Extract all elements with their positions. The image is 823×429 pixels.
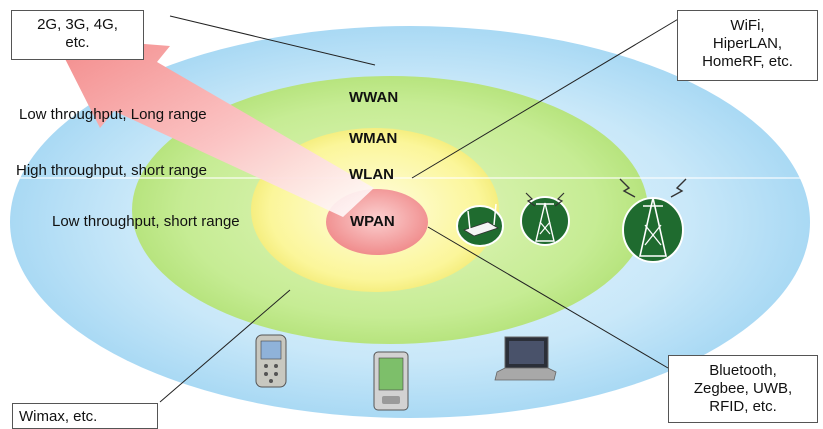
bluetooth-callout-line-1: Bluetooth, <box>709 362 777 379</box>
wifi-callout-line-3: HomeRF, etc. <box>702 53 793 70</box>
wifi-callout-line-1: WiFi, <box>730 17 765 34</box>
cellular-callout: 2G, 3G, 4G, etc. <box>11 10 144 60</box>
bluetooth-callout-line-2: Zegbee, UWB, <box>693 380 793 397</box>
wifi-router-icon <box>456 203 504 247</box>
wlan-label: WLAN <box>349 166 394 183</box>
high-throughput-short-range-label: High throughput, short range <box>16 162 207 179</box>
wifi-callout-line-2: HiperLAN, <box>712 35 783 52</box>
mobile-phone-icon <box>255 334 287 388</box>
wman-label: WMAN <box>349 130 398 147</box>
range-arrow <box>54 37 374 217</box>
wimax-callout-text: Wimax, etc. <box>19 408 98 425</box>
low-throughput-long-range-label: Low throughput, Long range <box>19 106 207 123</box>
radio-tower-icon <box>520 192 570 246</box>
laptop-icon <box>494 336 557 381</box>
wwan-label: WWAN <box>349 89 399 106</box>
bluetooth-callout: Bluetooth, Zegbee, UWB, RFID, etc. <box>668 355 818 423</box>
cellular-callout-line-2: etc. <box>65 34 90 51</box>
wpan-label: WPAN <box>350 213 395 230</box>
bluetooth-callout-line-3: RFID, etc. <box>709 398 777 415</box>
cellular-callout-line-1: 2G, 3G, 4G, <box>37 16 118 33</box>
wifi-callout: WiFi, HiperLAN, HomeRF, etc. <box>677 10 818 81</box>
wimax-callout: Wimax, etc. <box>12 403 158 429</box>
low-throughput-short-range-label: Low throughput, short range <box>52 213 240 230</box>
cell-tower-icon <box>619 178 687 263</box>
pda-icon <box>373 351 409 411</box>
